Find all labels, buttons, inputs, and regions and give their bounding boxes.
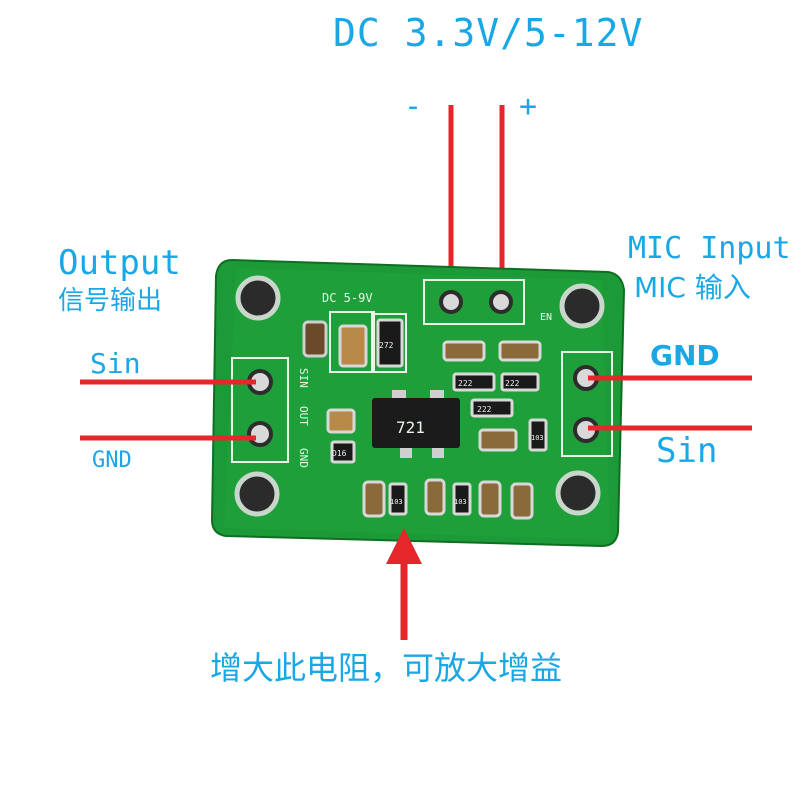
- silkscreen-outlines: [231, 279, 613, 463]
- output-gnd-label: GND: [92, 448, 132, 473]
- power-plus-label: +: [519, 89, 538, 124]
- silk-c1: D16: [332, 449, 347, 458]
- mic-title: MIC Input: [628, 231, 791, 266]
- output-subtitle: 信号输出: [58, 286, 163, 316]
- mic-sin-label: Sin: [656, 431, 718, 471]
- mic-gnd-label: GND: [650, 339, 720, 372]
- silk-r1: 272: [379, 341, 394, 350]
- output-sin-label: Sin: [90, 347, 141, 380]
- silk-sin: SIN: [297, 368, 310, 388]
- smd-components: [302, 318, 548, 520]
- silk-chip-marking: 721: [396, 418, 425, 437]
- power-wires: [448, 105, 505, 298]
- silk-out: OUT: [297, 406, 310, 426]
- gain-note: 增大此电阻，可放大增益: [210, 649, 563, 687]
- silk-r3: 222: [505, 379, 520, 388]
- power-title: DC 3.3V/5-12V: [333, 11, 644, 55]
- silk-r2: 222: [458, 379, 473, 388]
- silk-gnd: GND: [297, 448, 310, 468]
- power-minus-label: -: [404, 89, 423, 124]
- silk-r5: 103: [390, 498, 403, 506]
- gain-arrow: [386, 528, 422, 640]
- silk-c2: EN: [540, 312, 552, 323]
- mic-subtitle: MIC 输入: [634, 271, 751, 304]
- silk-r4: 222: [477, 405, 492, 414]
- silkscreen-text: DC 5-9V 721 272 222 222 222 103 103 103 …: [297, 291, 552, 506]
- silk-r6: 103: [454, 498, 467, 506]
- mounting-holes: [234, 275, 605, 517]
- signal-wires: [80, 375, 752, 441]
- output-title: Output: [58, 243, 181, 283]
- power-pads: [439, 290, 513, 314]
- silk-r7: 103: [531, 434, 544, 442]
- ic-chip: [372, 390, 460, 458]
- right-pads: [573, 365, 599, 443]
- silk-power-label: DC 5-9V: [322, 291, 373, 305]
